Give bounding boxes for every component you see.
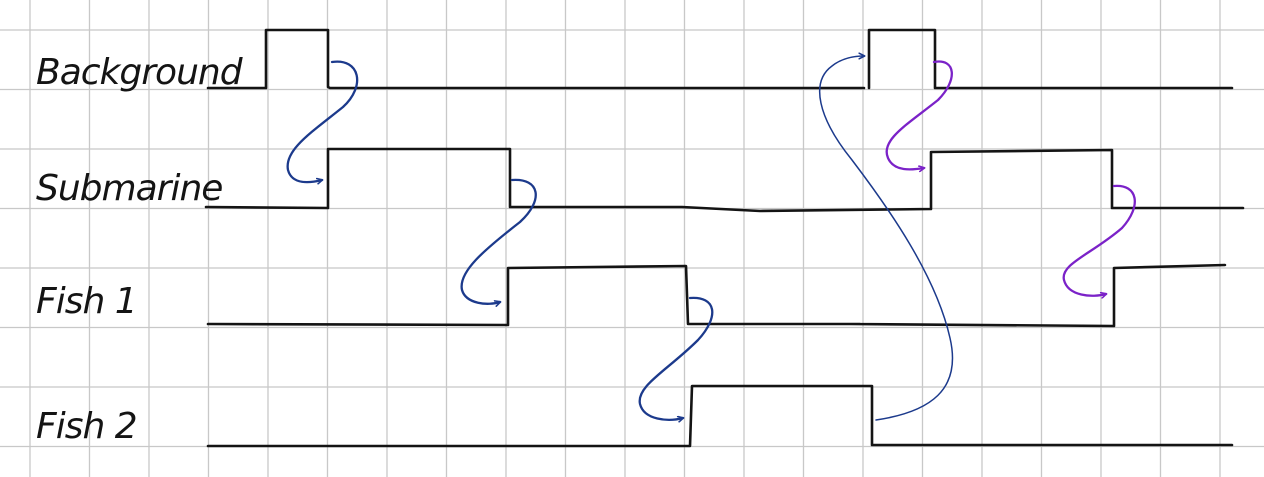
transition-arrows: [286, 56, 1136, 421]
signal-background: [206, 28, 1234, 90]
lane-label-submarine: Submarine: [36, 168, 222, 209]
lane-labels: Background Submarine Fish 1 Fish 2: [36, 52, 245, 447]
lane-label-fish-1: Fish 1: [36, 281, 137, 322]
arrow-fish-1-to-fish-2: [638, 296, 714, 420]
signal-waveforms: [204, 28, 1245, 448]
arrow-background-to-submarine: [286, 60, 359, 182]
signal-fish-1: [206, 263, 1227, 328]
arrow-submarine-to-fish-1-second: [1062, 184, 1136, 296]
lane-label-fish-2: Fish 2: [36, 406, 137, 447]
signal-fish-2: [206, 384, 1234, 448]
lane-label-background: Background: [36, 52, 244, 93]
arrow-background-to-submarine-second: [885, 60, 953, 170]
signal-submarine: [204, 147, 1245, 213]
arrow-fish-2-to-background: [818, 56, 954, 421]
arrow-submarine-to-fish-1: [460, 178, 537, 304]
